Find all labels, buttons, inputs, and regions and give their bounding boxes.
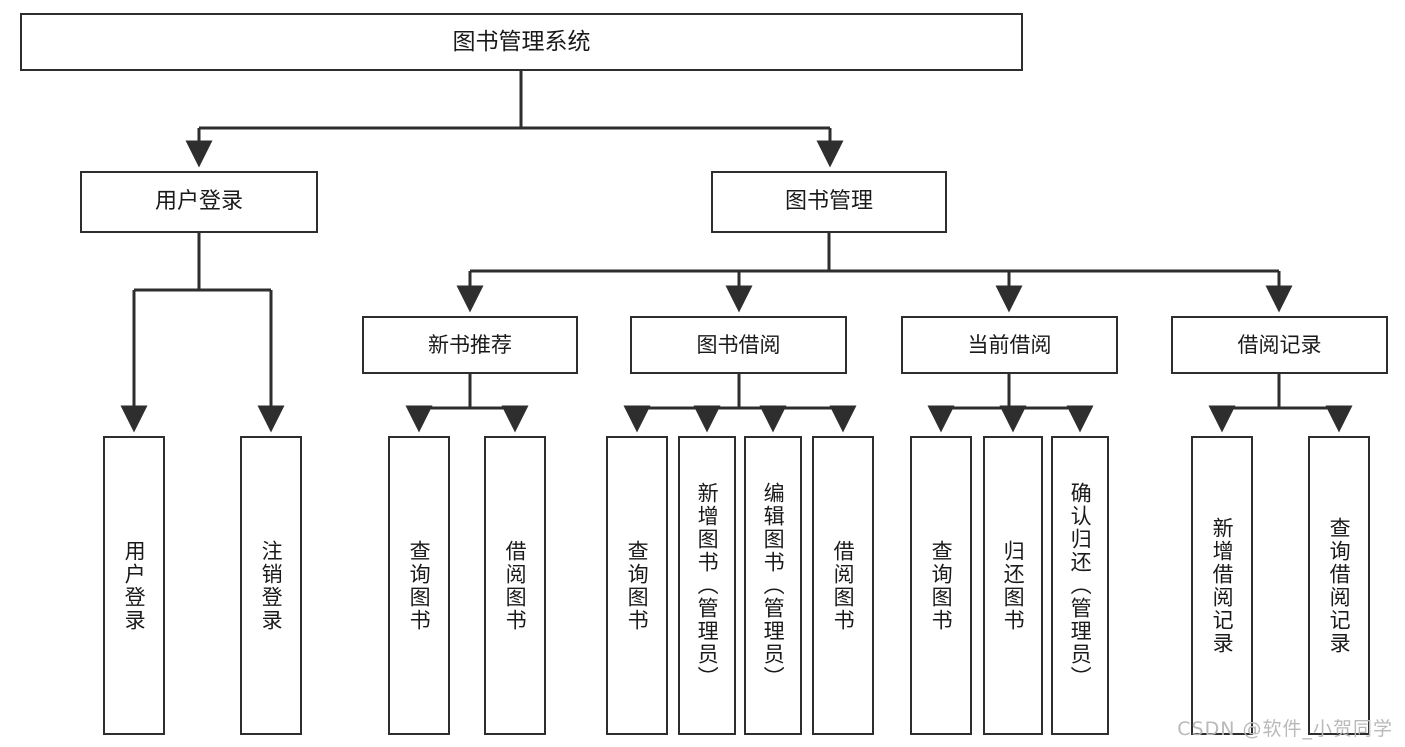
node-leaf-confirm-return[interactable]: 确认归还（管理员） <box>1051 436 1109 735</box>
node-leaf-borrow-book-1[interactable]: 借阅图书 <box>484 436 546 735</box>
node-leaf-query-record-label: 查询借阅记录 <box>1327 516 1352 655</box>
watermark: CSDN @软件_小贺同学 <box>1177 718 1393 740</box>
node-book-borrow-label: 图书借阅 <box>696 332 781 357</box>
node-leaf-borrow-book-2-label: 借阅图书 <box>831 539 856 632</box>
node-book-borrow[interactable]: 图书借阅 <box>630 316 847 374</box>
node-leaf-query-book-1-label: 查询图书 <box>407 539 432 632</box>
node-new-book-recommend[interactable]: 新书推荐 <box>362 316 578 374</box>
node-leaf-user-login[interactable]: 用户登录 <box>103 436 165 735</box>
node-leaf-add-book-label: 新增图书（管理员） <box>695 482 720 689</box>
node-borrow-record[interactable]: 借阅记录 <box>1171 316 1388 374</box>
node-user-login-label: 用户登录 <box>154 189 243 215</box>
node-leaf-confirm-return-label: 确认归还（管理员） <box>1068 482 1093 689</box>
node-leaf-logout[interactable]: 注销登录 <box>240 436 302 735</box>
node-root-label: 图书管理系统 <box>452 28 591 55</box>
node-leaf-add-record[interactable]: 新增借阅记录 <box>1191 436 1253 735</box>
node-leaf-user-login-label: 用户登录 <box>122 539 147 632</box>
node-user-login[interactable]: 用户登录 <box>80 171 318 233</box>
node-leaf-query-record[interactable]: 查询借阅记录 <box>1308 436 1370 735</box>
node-leaf-edit-book[interactable]: 编辑图书（管理员） <box>744 436 802 735</box>
node-leaf-logout-label: 注销登录 <box>259 539 284 632</box>
node-leaf-borrow-book-1-label: 借阅图书 <box>503 539 528 632</box>
node-leaf-query-book-2[interactable]: 查询图书 <box>606 436 668 735</box>
node-leaf-query-book-3[interactable]: 查询图书 <box>910 436 972 735</box>
node-current-borrow[interactable]: 当前借阅 <box>901 316 1118 374</box>
node-leaf-query-book-3-label: 查询图书 <box>929 539 954 632</box>
node-book-manage[interactable]: 图书管理 <box>711 171 947 233</box>
node-current-borrow-label: 当前借阅 <box>967 332 1052 357</box>
node-root[interactable]: 图书管理系统 <box>20 13 1023 71</box>
node-leaf-edit-book-label: 编辑图书（管理员） <box>761 482 786 689</box>
node-borrow-record-label: 借阅记录 <box>1237 332 1322 357</box>
node-book-manage-label: 图书管理 <box>784 189 873 215</box>
node-leaf-query-book-1[interactable]: 查询图书 <box>388 436 450 735</box>
node-leaf-query-book-2-label: 查询图书 <box>625 539 650 632</box>
node-leaf-return-book-label: 归还图书 <box>1001 539 1026 632</box>
node-new-book-recommend-label: 新书推荐 <box>428 332 512 357</box>
node-leaf-add-record-label: 新增借阅记录 <box>1210 516 1235 655</box>
node-leaf-add-book[interactable]: 新增图书（管理员） <box>678 436 736 735</box>
node-leaf-return-book[interactable]: 归还图书 <box>983 436 1043 735</box>
node-leaf-borrow-book-2[interactable]: 借阅图书 <box>812 436 874 735</box>
